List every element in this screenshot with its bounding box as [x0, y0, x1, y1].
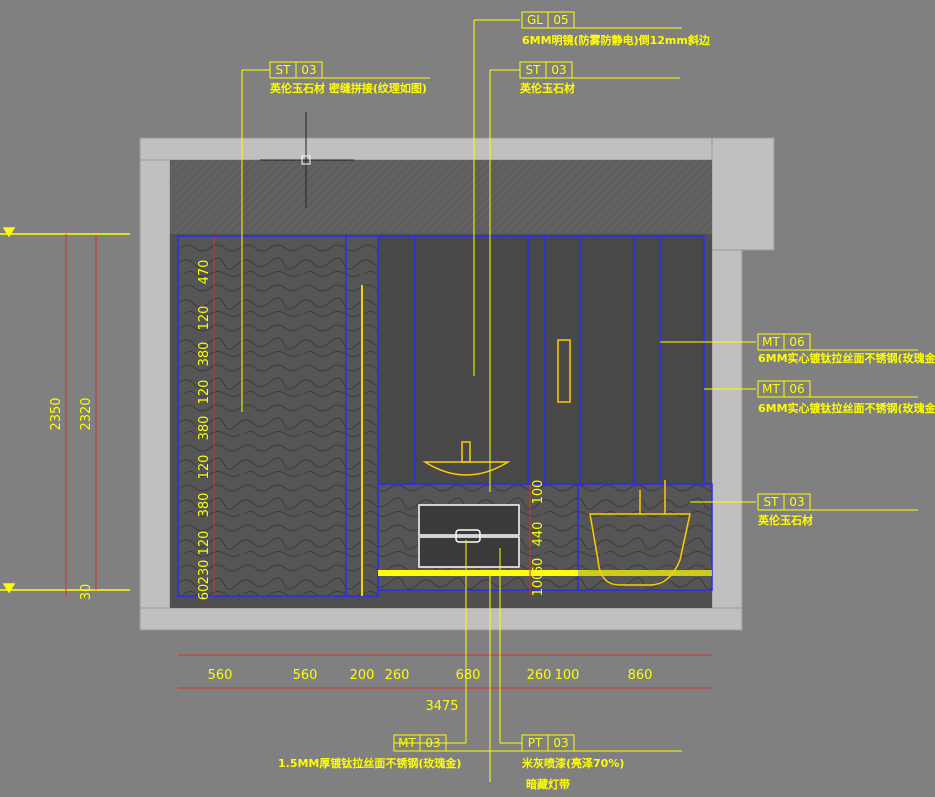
horizontal-dimension: 560 — [293, 668, 318, 683]
horizontal-dimension: 100 — [555, 668, 580, 683]
tag-note: 6MM明镜(防雾防静电)倒12mm斜边 — [522, 33, 711, 47]
tag-number: 03 — [553, 736, 568, 750]
tag-code: PT — [528, 736, 543, 750]
horizontal-dimension: 680 — [456, 668, 481, 683]
tag-code: GL — [527, 13, 543, 27]
hidden-light-strip — [378, 570, 578, 576]
tag-number: 03 — [301, 63, 316, 77]
overall-height-inner: 2320 — [79, 397, 94, 430]
material-tag: ST 03 英伦玉石材 — [519, 61, 680, 95]
vanity-dimension: 100 — [531, 480, 546, 505]
tag-number: 03 — [789, 495, 804, 509]
tag-note: 1.5MM厚镀钛拉丝面不锈钢(玫瑰金) — [278, 756, 461, 770]
overall-height-outer: 2350 — [49, 397, 64, 430]
tag-note: 英伦玉石材 — [757, 513, 813, 527]
tag-number: 03 — [425, 736, 440, 750]
material-tags: GL 05 6MM明镜(防雾防静电)倒12mm斜边 ST 03 英伦玉石材 密缝拼接(纹理… — [269, 11, 935, 791]
material-tag: ST 03 英伦玉石材 密缝拼接(纹理如图) — [269, 61, 430, 95]
material-tag: GL 05 6MM明镜(防雾防静电)倒12mm斜边 — [521, 11, 711, 47]
vertical-dimension: 120 — [197, 306, 212, 331]
tag-note: 英伦玉石材 — [519, 81, 575, 95]
vanity-dimension: 100 — [531, 572, 546, 597]
horizontal-dimension: 860 — [628, 668, 653, 683]
material-tag: PT 03 米灰喷漆(亮泽70%) — [521, 734, 682, 770]
tag-note: 米灰喷漆(亮泽70%) — [521, 756, 624, 770]
vertical-dimension: 380 — [197, 416, 212, 441]
leader-lines — [241, 19, 756, 782]
dimension-lines — [65, 234, 712, 689]
vertical-dimension: 380 — [197, 342, 212, 367]
vanity-drawers — [418, 504, 520, 568]
material-tag: MT 06 6MM实心镀钛拉丝面不锈钢(玫瑰金) — [757, 380, 935, 415]
tag-number: 06 — [789, 382, 804, 396]
vertical-dimension: 470 — [197, 260, 212, 285]
horizontal-dimension: 200 — [350, 668, 375, 683]
material-tag: ST 03 英伦玉石材 — [757, 493, 918, 527]
tag-code: MT — [762, 382, 780, 396]
horizontal-dimension: 260 — [385, 668, 410, 683]
overall-width: 3475 — [425, 699, 458, 714]
tag-note: 6MM实心镀钛拉丝面不锈钢(玫瑰金) — [758, 401, 935, 415]
section-cross — [260, 112, 354, 208]
tag-number: 03 — [551, 63, 566, 77]
tag-note: 6MM实心镀钛拉丝面不锈钢(玫瑰金) — [758, 351, 935, 365]
marble-wall-panel — [177, 235, 347, 597]
basin-icon — [422, 441, 511, 476]
vertical-dimension: 120 — [197, 455, 212, 480]
tag-code: MT — [762, 335, 780, 349]
walls — [139, 137, 775, 631]
material-tag: MT 06 6MM实心镀钛拉丝面不锈钢(玫瑰金) — [757, 333, 935, 365]
bathtub-icon — [557, 339, 691, 586]
vertical-dimension: 120 — [197, 531, 212, 556]
vanity-dimension: 60 — [531, 558, 546, 575]
tag-number: 05 — [553, 13, 568, 27]
ceiling-hatch — [170, 160, 712, 234]
level-markers — [0, 227, 130, 594]
tag-code: ST — [276, 63, 292, 77]
light-strip-right — [578, 570, 712, 576]
mirror-panels — [377, 235, 705, 485]
vanity-dimension: 440 — [531, 522, 546, 547]
horizontal-dimension: 260 — [527, 668, 552, 683]
tag-number: 06 — [789, 335, 804, 349]
tag-note: 英伦玉石材 密缝拼接(纹理如图) — [269, 81, 427, 95]
vertical-dimension: 120 — [197, 380, 212, 405]
tag-code: ST — [526, 63, 542, 77]
tag-code: MT — [398, 736, 416, 750]
bottom-small-dimension: 30 — [79, 584, 94, 601]
vertical-dimension: 60 — [197, 584, 212, 601]
dimension-labels: 4701203801203801203801202306010044060100… — [49, 260, 652, 714]
vertical-dimension: 380 — [197, 493, 212, 518]
tag-code: ST — [764, 495, 780, 509]
vertical-dimension: 230 — [197, 560, 212, 585]
material-tag: MT 03 1.5MM厚镀钛拉丝面不锈钢(玫瑰金) — [278, 734, 554, 770]
hidden-light-note: 暗藏灯带 — [526, 777, 570, 791]
horizontal-dimension: 560 — [208, 668, 233, 683]
